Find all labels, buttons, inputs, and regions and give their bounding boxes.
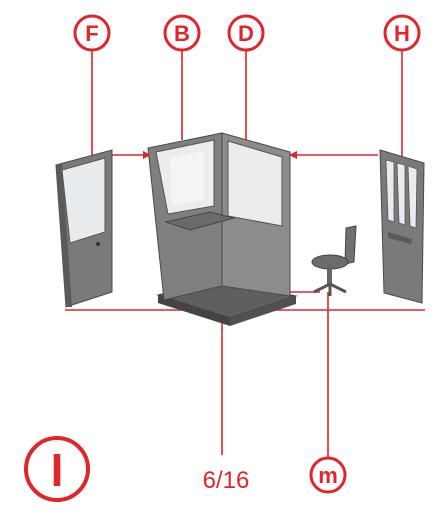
callout-b-label: B xyxy=(174,21,190,46)
callout-h: H xyxy=(385,16,419,50)
part-bd-booth xyxy=(148,133,296,326)
step-marker: I xyxy=(26,438,88,500)
callout-f: F xyxy=(75,16,109,50)
callout-d-label: D xyxy=(238,21,254,46)
callout-f-label: F xyxy=(85,21,98,46)
callout-m: m xyxy=(311,458,345,492)
callout-m-label: m xyxy=(318,463,338,488)
step-marker-label: I xyxy=(51,444,64,496)
part-h-door xyxy=(380,150,424,303)
callout-h-label: H xyxy=(394,21,410,46)
callout-d: D xyxy=(229,16,263,50)
part-f-door xyxy=(56,150,112,307)
part-m-chair xyxy=(312,226,356,296)
callout-b: B xyxy=(165,16,199,50)
page-counter: 6/16 xyxy=(203,467,250,494)
